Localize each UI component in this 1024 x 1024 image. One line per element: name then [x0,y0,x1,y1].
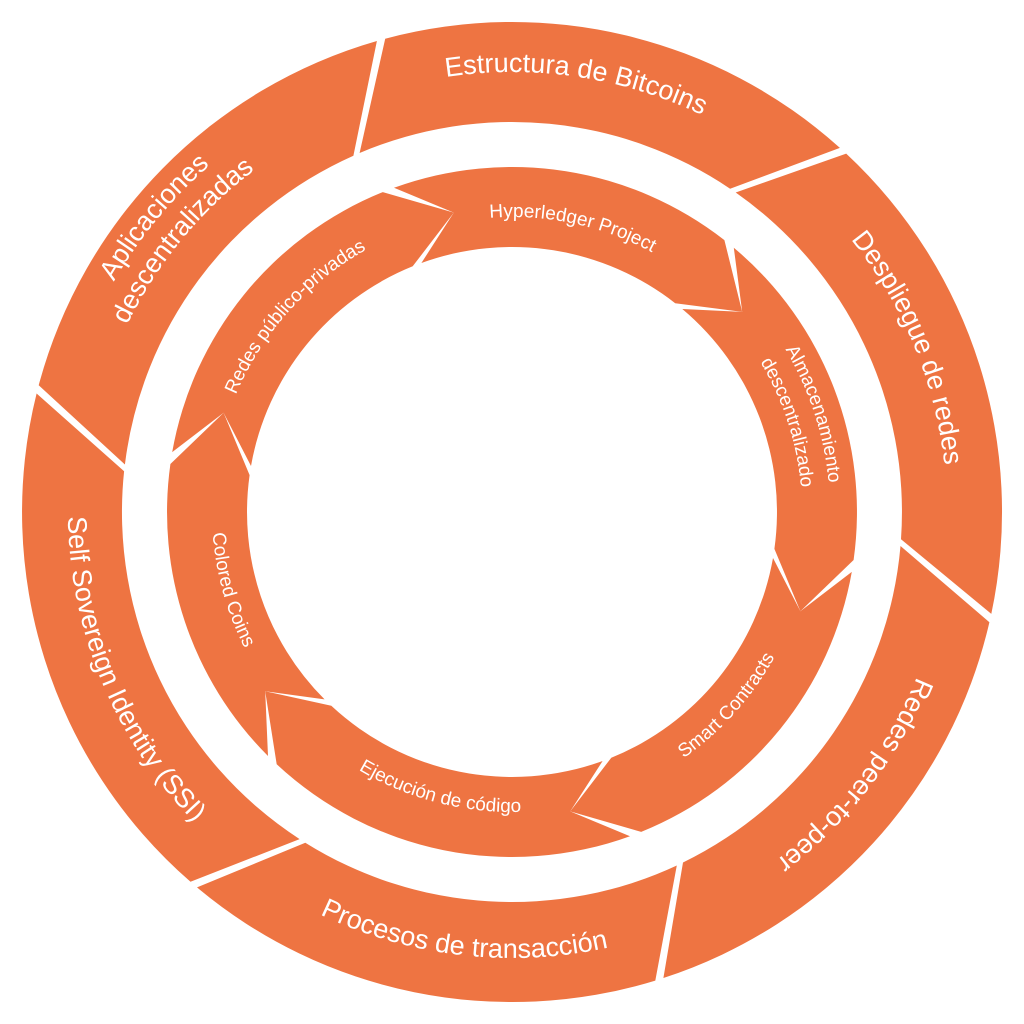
inner-arrow-almacenamiento [682,247,857,612]
inner-arrow-colored [167,412,325,756]
outer-segment-despliegue [735,153,1003,614]
inner-arrow-hyperledger [394,166,743,312]
outer-segment-ssi [22,393,300,882]
outer-segment-aplicaciones [38,41,377,465]
outer-segment-p2p [663,546,990,978]
inner-arrow-smart [570,558,852,832]
outer-segment-estructura [359,22,840,189]
inner-cycle: Hyperledger ProjectAlmacenamientodescent… [167,166,857,858]
outer-segment-procesos [197,842,677,1003]
inner-arrow-ejecucion [265,691,630,858]
inner-arrow-redes-pp [172,192,454,466]
